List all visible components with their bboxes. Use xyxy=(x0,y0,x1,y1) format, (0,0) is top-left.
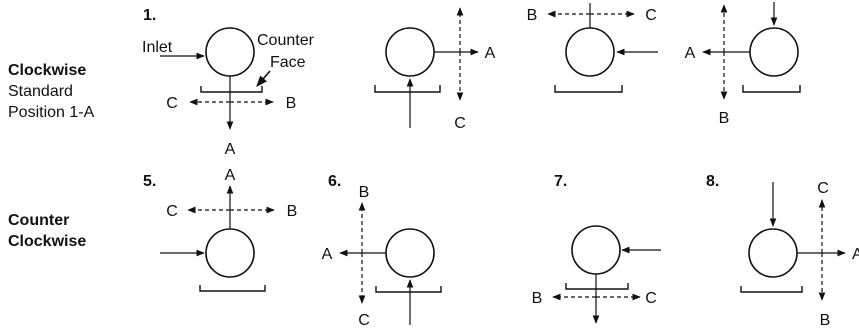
panel-5-label-c: C xyxy=(166,203,178,220)
panel-8-label-c: C xyxy=(817,180,829,197)
panel-6-wheel xyxy=(385,228,435,278)
counter-clockwise-label: Counter Clockwise xyxy=(8,210,86,252)
panel-2-label-a: A xyxy=(485,45,496,62)
counter-clockwise-line1: Counter xyxy=(8,212,70,229)
panel-6-base xyxy=(375,286,442,293)
panel-7-wheel xyxy=(571,225,621,275)
panel-6: 6. B A C xyxy=(322,173,442,329)
panel-8-base xyxy=(740,286,803,293)
panel-3: B C xyxy=(527,3,658,93)
panel-6-label-c: C xyxy=(358,312,370,329)
panel-1-face-pointer xyxy=(256,70,271,87)
panel-5-label-a: A xyxy=(225,167,236,184)
panel-1: 1. Inlet Counter Face A C B xyxy=(142,7,315,158)
panel-6-label-b: B xyxy=(359,184,370,201)
panel-1-face-label: Face xyxy=(270,54,306,71)
panel-3-wheel xyxy=(565,27,615,77)
panel-1-counter-label: Counter xyxy=(257,32,315,49)
panel-7-label-c: C xyxy=(645,290,657,307)
panel-1-label-b: B xyxy=(286,95,297,112)
panel-2-wheel xyxy=(385,27,435,77)
panel-5: 5. A C B xyxy=(143,167,298,292)
clockwise-position: Position 1-A xyxy=(8,104,95,121)
panel-3-base xyxy=(554,85,623,93)
panel-4-wheel xyxy=(749,27,799,77)
panel-8: 8. C A B xyxy=(706,173,859,329)
panel-8-wheel xyxy=(748,228,798,278)
panel-5-wheel xyxy=(205,228,255,278)
panel-4-base xyxy=(742,85,801,93)
panel-4: A B xyxy=(685,2,801,127)
panel-7: 7. B C xyxy=(532,173,661,324)
panel-2-label-c: C xyxy=(454,115,466,132)
panel-5-label-b: B xyxy=(287,203,298,220)
panel-6-label-a: A xyxy=(322,246,333,263)
panel-2-base xyxy=(374,85,441,93)
clockwise-title: Clockwise xyxy=(8,62,87,79)
panel-5-base xyxy=(199,285,266,292)
panel-4-label-a: A xyxy=(685,45,696,62)
panel-6-number: 6. xyxy=(328,173,341,190)
clockwise-label: Clockwise Standard Position 1-A xyxy=(8,60,94,123)
panel-1-label-a: A xyxy=(225,141,236,158)
panel-3-label-c: C xyxy=(645,7,657,24)
panel-8-label-a: A xyxy=(852,246,859,263)
counter-clockwise-line2: Clockwise xyxy=(8,233,87,250)
panel-8-label-b: B xyxy=(820,312,831,329)
panel-1-wheel xyxy=(205,27,255,77)
panel-1-base xyxy=(200,86,263,93)
clockwise-standard: Standard xyxy=(8,83,73,100)
panel-5-number: 5. xyxy=(143,173,156,190)
panel-3-label-b: B xyxy=(527,7,538,24)
panel-7-base xyxy=(565,283,629,290)
panel-1-label-c: C xyxy=(166,95,178,112)
panel-1-number: 1. xyxy=(143,7,156,24)
panel-4-label-b: B xyxy=(719,110,730,127)
panel-1-inlet-label: Inlet xyxy=(142,39,173,56)
panel-8-number: 8. xyxy=(706,173,719,190)
panel-7-label-b: B xyxy=(532,290,543,307)
panel-7-number: 7. xyxy=(554,173,567,190)
panel-2: A C xyxy=(374,7,496,132)
